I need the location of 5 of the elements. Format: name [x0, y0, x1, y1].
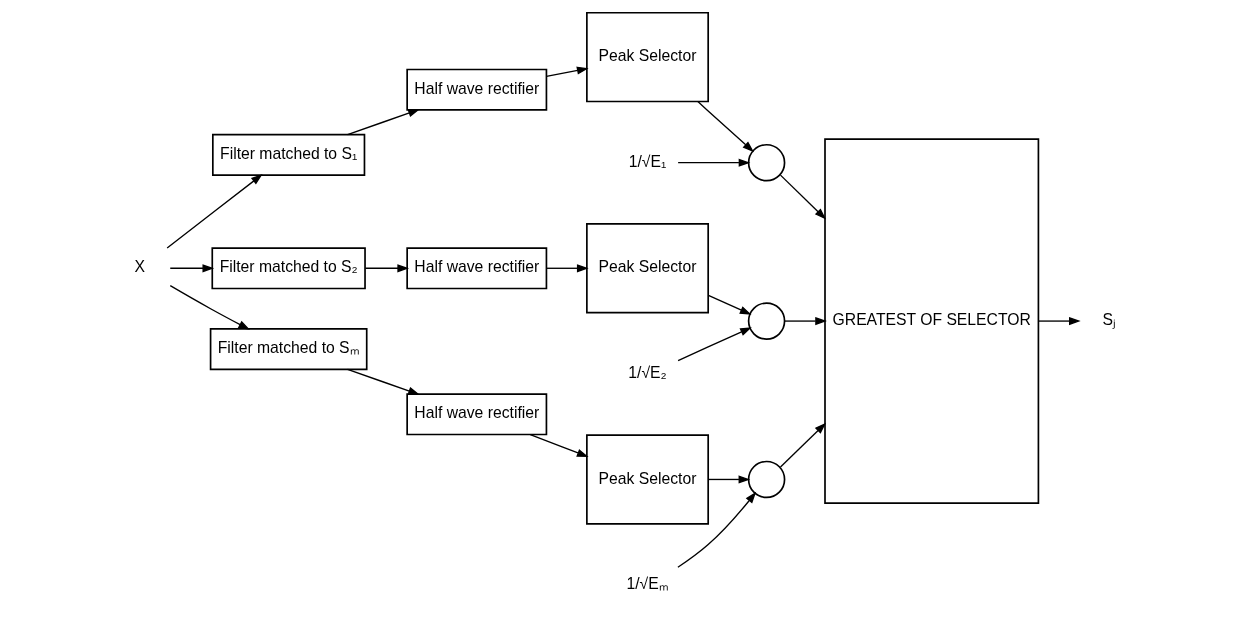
node-text: 1/√Eₘ — [626, 575, 669, 593]
node-text: X — [134, 258, 146, 276]
node-text: 1/√E₁ — [628, 152, 667, 170]
node-text: Sⱼ — [1102, 311, 1116, 329]
node-text: 1/√E₂ — [628, 364, 667, 382]
